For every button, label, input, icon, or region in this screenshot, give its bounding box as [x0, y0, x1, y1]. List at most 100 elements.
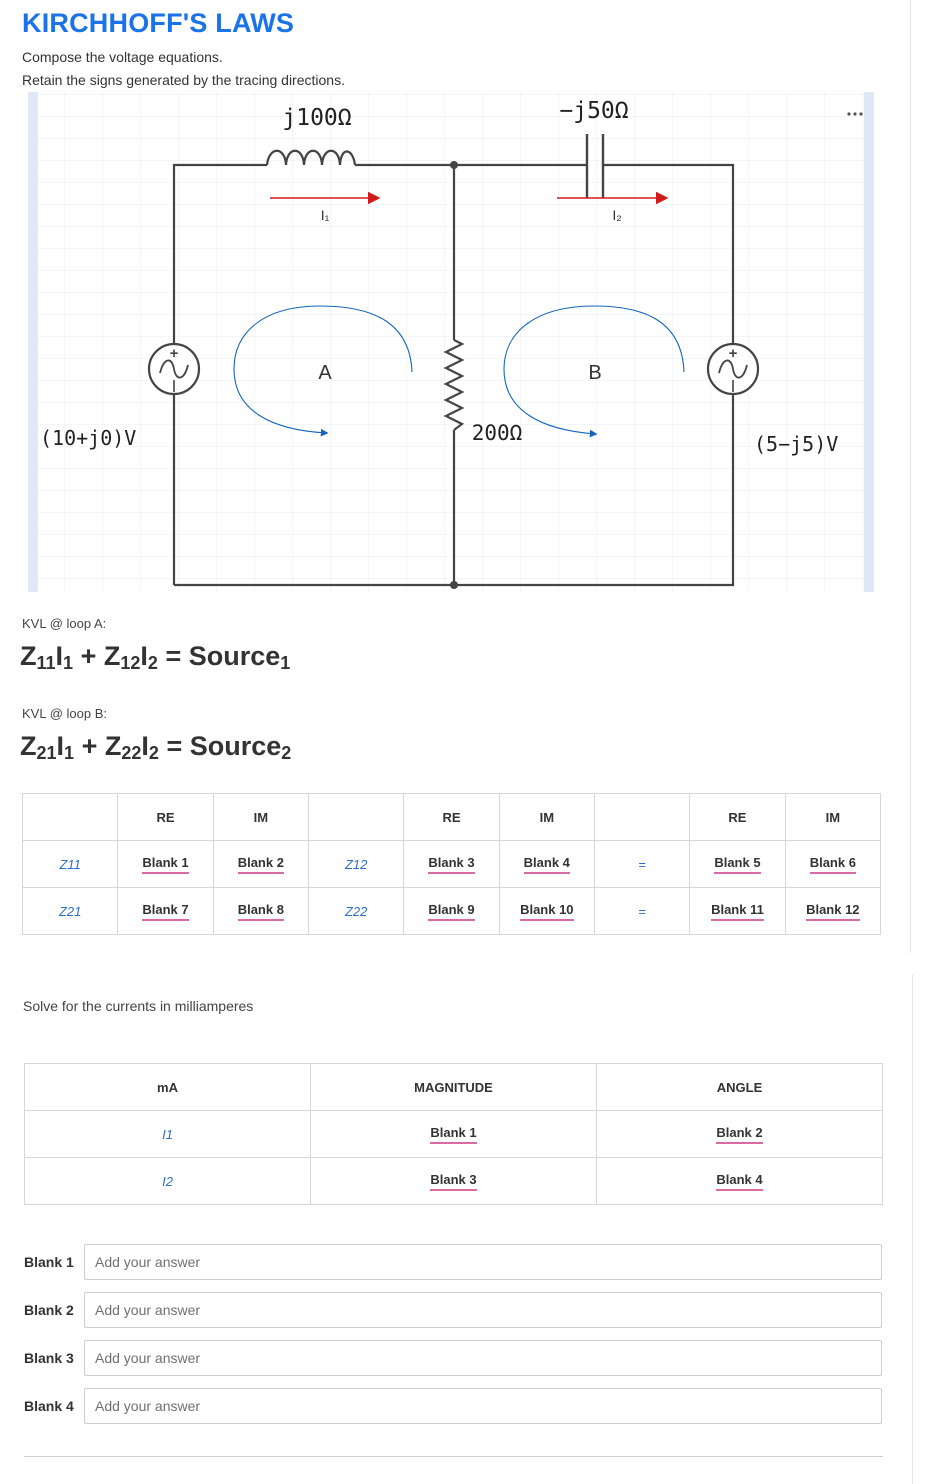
table-cell: Blank 5	[689, 840, 786, 888]
node-top	[450, 161, 458, 169]
table-row: I2 Blank 3 Blank 4	[24, 1157, 883, 1205]
impedance-table: RE IM RE IM RE IM Z11 Blank 1 Blank 2 Z1…	[21, 793, 882, 935]
header-cell: RE	[117, 793, 214, 841]
current-blank-2-link[interactable]: Blank 2	[716, 1125, 763, 1144]
current-i2-label: I₂	[612, 207, 621, 223]
blank-10-link[interactable]: Blank 10	[520, 902, 574, 921]
right-edge-band	[864, 92, 874, 592]
row-label-i2: I2	[24, 1157, 311, 1205]
header-cell: IM	[498, 793, 595, 841]
header-cell: RE	[403, 793, 500, 841]
table-cell: Blank 3	[310, 1157, 597, 1205]
table-cell: Blank 10	[498, 887, 595, 935]
header-cell: mA	[24, 1063, 311, 1111]
current-blank-4-link[interactable]: Blank 4	[716, 1172, 763, 1191]
blank-7-link[interactable]: Blank 7	[142, 902, 189, 921]
table-cell: Blank 6	[784, 840, 882, 888]
header-cell: IM	[212, 793, 309, 841]
kvl-loop-b-equation: Z21I1 + Z22I2 = Source2	[20, 731, 292, 763]
table-cell: Blank 4	[498, 840, 595, 888]
equals-cell: =	[593, 840, 691, 888]
answer-label-2: Blank 2	[24, 1302, 74, 1318]
source-left-icon: +	[147, 342, 201, 396]
answer-row-4: Blank 4	[24, 1388, 883, 1426]
impedance-table-header: RE IM RE IM RE IM	[21, 793, 882, 841]
table-cell: Blank 7	[117, 887, 214, 935]
row-label-z22: Z22	[307, 887, 405, 935]
answer-input-3[interactable]	[84, 1340, 882, 1376]
svg-text:+: +	[729, 345, 738, 362]
answer-input-4[interactable]	[84, 1388, 882, 1424]
table-cell: Blank 12	[784, 887, 882, 935]
instruction-line-2: Retain the signs generated by the tracin…	[22, 72, 345, 88]
loop-a-arrow	[233, 305, 413, 437]
answer-row-2: Blank 2	[24, 1292, 883, 1330]
capacitor-icon	[585, 134, 605, 198]
svg-text:+: +	[170, 345, 179, 362]
blank-5-link[interactable]: Blank 5	[714, 855, 761, 874]
blank-3-link[interactable]: Blank 3	[428, 855, 475, 874]
blank-12-link[interactable]: Blank 12	[806, 902, 860, 921]
left-edge-band	[28, 92, 38, 592]
solve-instruction: Solve for the currents in milliamperes	[23, 998, 254, 1014]
node-bottom	[450, 581, 458, 589]
inductor-icon	[265, 149, 357, 166]
answer-input-1[interactable]	[84, 1244, 882, 1280]
table-cell: Blank 8	[212, 887, 309, 935]
capacitor-label: −j50Ω	[559, 98, 628, 124]
answer-label-3: Blank 3	[24, 1350, 74, 1366]
answer-label-4: Blank 4	[24, 1398, 74, 1414]
header-cell	[307, 793, 405, 841]
row-label-i1: I1	[24, 1110, 311, 1158]
source-right-icon: +	[706, 342, 760, 396]
header-cell: IM	[784, 793, 882, 841]
equals-cell: =	[593, 887, 691, 935]
current-blank-1-link[interactable]: Blank 1	[430, 1125, 477, 1144]
source-right-label: (5−j5)V	[754, 432, 838, 456]
grid-background	[28, 92, 870, 592]
header-cell: MAGNITUDE	[310, 1063, 597, 1111]
answer-input-2[interactable]	[84, 1292, 882, 1328]
instruction-line-1: Compose the voltage equations.	[22, 49, 223, 65]
header-cell	[21, 793, 119, 841]
table-cell: Blank 4	[596, 1157, 883, 1205]
current-blank-3-link[interactable]: Blank 3	[430, 1172, 477, 1191]
blank-9-link[interactable]: Blank 9	[428, 902, 475, 921]
currents-table: mA MAGNITUDE ANGLE I1 Blank 1 Blank 2 I2…	[24, 1063, 883, 1205]
header-cell: RE	[689, 793, 786, 841]
resistor-label: 200Ω	[472, 421, 523, 445]
blank-11-link[interactable]: Blank 11	[711, 902, 764, 921]
blank-1-link[interactable]: Blank 1	[142, 855, 189, 874]
table-row: Z11 Blank 1 Blank 2 Z12 Blank 3 Blank 4 …	[21, 840, 882, 888]
more-icon[interactable]	[847, 112, 863, 116]
answer-label-1: Blank 1	[24, 1254, 74, 1270]
table-cell: Blank 1	[117, 840, 214, 888]
circuit-wires	[172, 163, 735, 587]
row-label-z21: Z21	[21, 887, 119, 935]
source-left-label: (10+j0)V	[40, 426, 136, 450]
blank-8-link[interactable]: Blank 8	[237, 902, 284, 921]
table-cell: Blank 3	[403, 840, 500, 888]
table-cell: Blank 2	[596, 1110, 883, 1158]
table-row: Z21 Blank 7 Blank 8 Z22 Blank 9 Blank 10…	[21, 887, 882, 935]
blank-4-link[interactable]: Blank 4	[523, 855, 570, 874]
loop-a-label: A	[318, 362, 332, 384]
loop-b-arrow	[503, 305, 685, 438]
kvl-loop-a-label: KVL @ loop A:	[22, 616, 107, 631]
loop-b-label: B	[588, 362, 601, 384]
kvl-loop-b-label: KVL @ loop B:	[22, 706, 107, 721]
kvl-loop-a-equation: Z11I1 + Z12I2 = Source1	[20, 641, 291, 673]
table-cell: Blank 1	[310, 1110, 597, 1158]
page-title: KIRCHHOFF'S LAWS	[22, 8, 295, 38]
row-label-z12: Z12	[307, 840, 405, 888]
table-cell: Blank 2	[212, 840, 309, 888]
resistor-icon	[443, 339, 465, 431]
answer-row-3: Blank 3	[24, 1340, 883, 1378]
blank-6-link[interactable]: Blank 6	[809, 855, 856, 874]
blank-2-link[interactable]: Blank 2	[237, 855, 284, 874]
table-cell: Blank 11	[689, 887, 786, 935]
table-row: I1 Blank 1 Blank 2	[24, 1110, 883, 1158]
circuit-diagram: j100Ω −j50Ω 200Ω I₁ I₂ + (10+j0)V + (5−j…	[28, 92, 874, 592]
header-cell	[593, 793, 691, 841]
panel-divider-upper	[910, 0, 911, 953]
